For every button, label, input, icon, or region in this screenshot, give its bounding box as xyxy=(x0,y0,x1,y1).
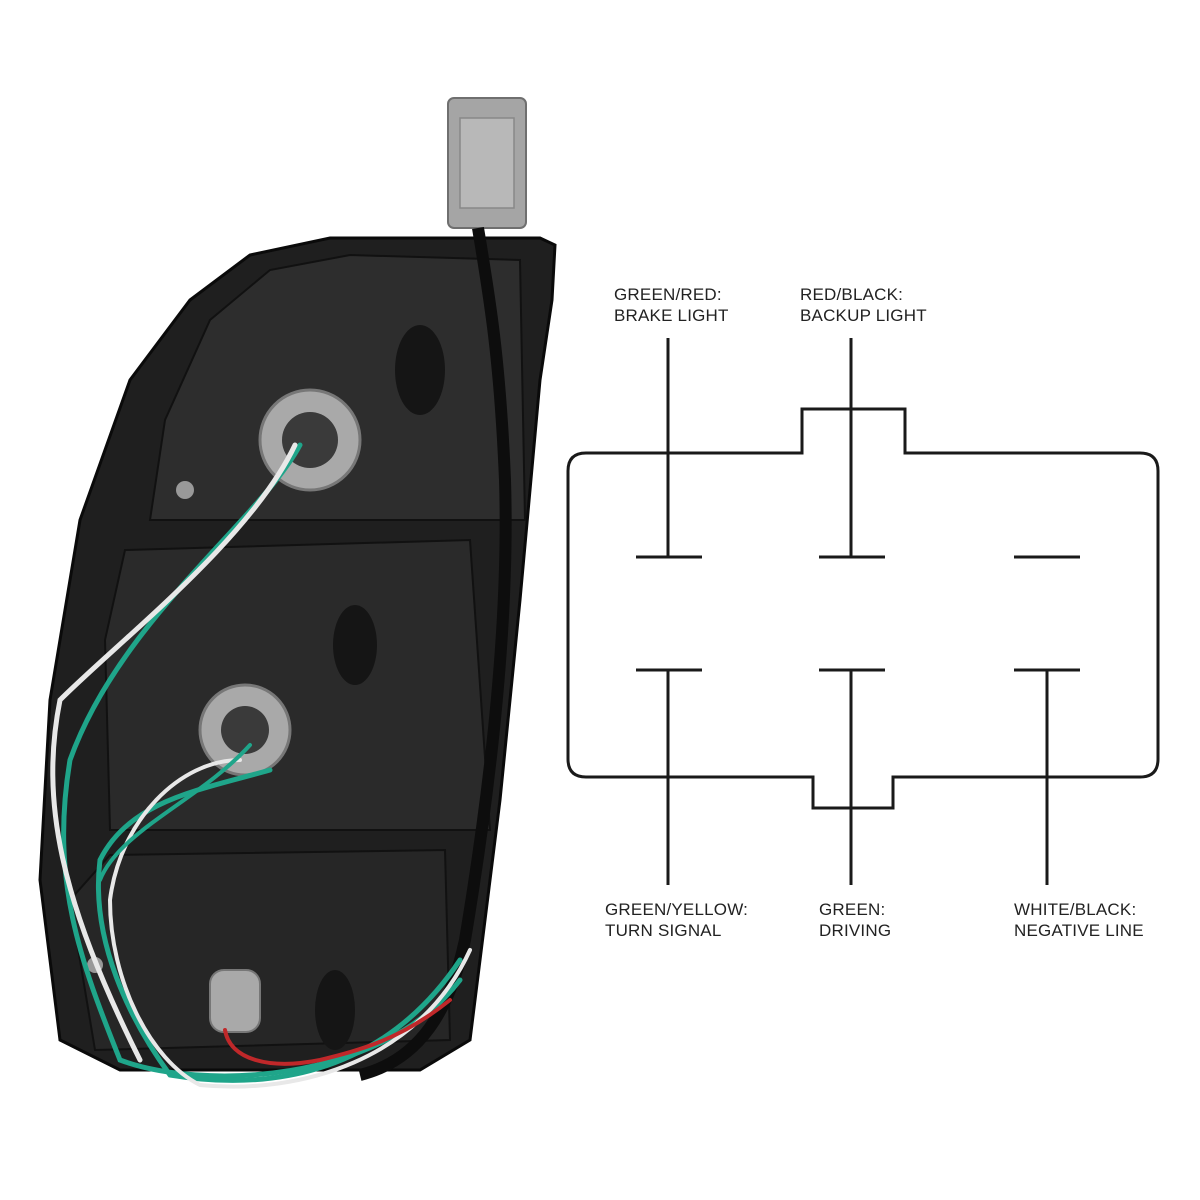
wire-color: GREEN: xyxy=(819,900,886,919)
label-negative-line: WHITE/BLACK: NEGATIVE LINE xyxy=(1014,899,1144,941)
label-driving: GREEN: DRIVING xyxy=(819,899,891,941)
label-backup-light: RED/BLACK: BACKUP LIGHT xyxy=(800,284,927,326)
middle-bulb-socket xyxy=(198,683,292,777)
wire-function: NEGATIVE LINE xyxy=(1014,921,1144,940)
lower-bulb-socket xyxy=(209,969,261,1033)
label-turn-signal: GREEN/YELLOW: TURN SIGNAL xyxy=(605,899,748,941)
wire-function: TURN SIGNAL xyxy=(605,921,722,940)
wire-color: WHITE/BLACK: xyxy=(1014,900,1137,919)
wire-function: BRAKE LIGHT xyxy=(614,306,729,325)
wiring-connector-plug xyxy=(447,97,527,229)
wire-function: BACKUP LIGHT xyxy=(800,306,927,325)
upper-bulb-socket xyxy=(258,388,362,492)
wire-color: GREEN/RED: xyxy=(614,285,722,304)
wire-color: GREEN/YELLOW: xyxy=(605,900,749,919)
wiring-harness xyxy=(358,227,512,1081)
label-brake-light: GREEN/RED: BRAKE LIGHT xyxy=(614,284,729,326)
wire-color: RED/BLACK: xyxy=(800,285,904,304)
wire-function: DRIVING xyxy=(819,921,892,940)
